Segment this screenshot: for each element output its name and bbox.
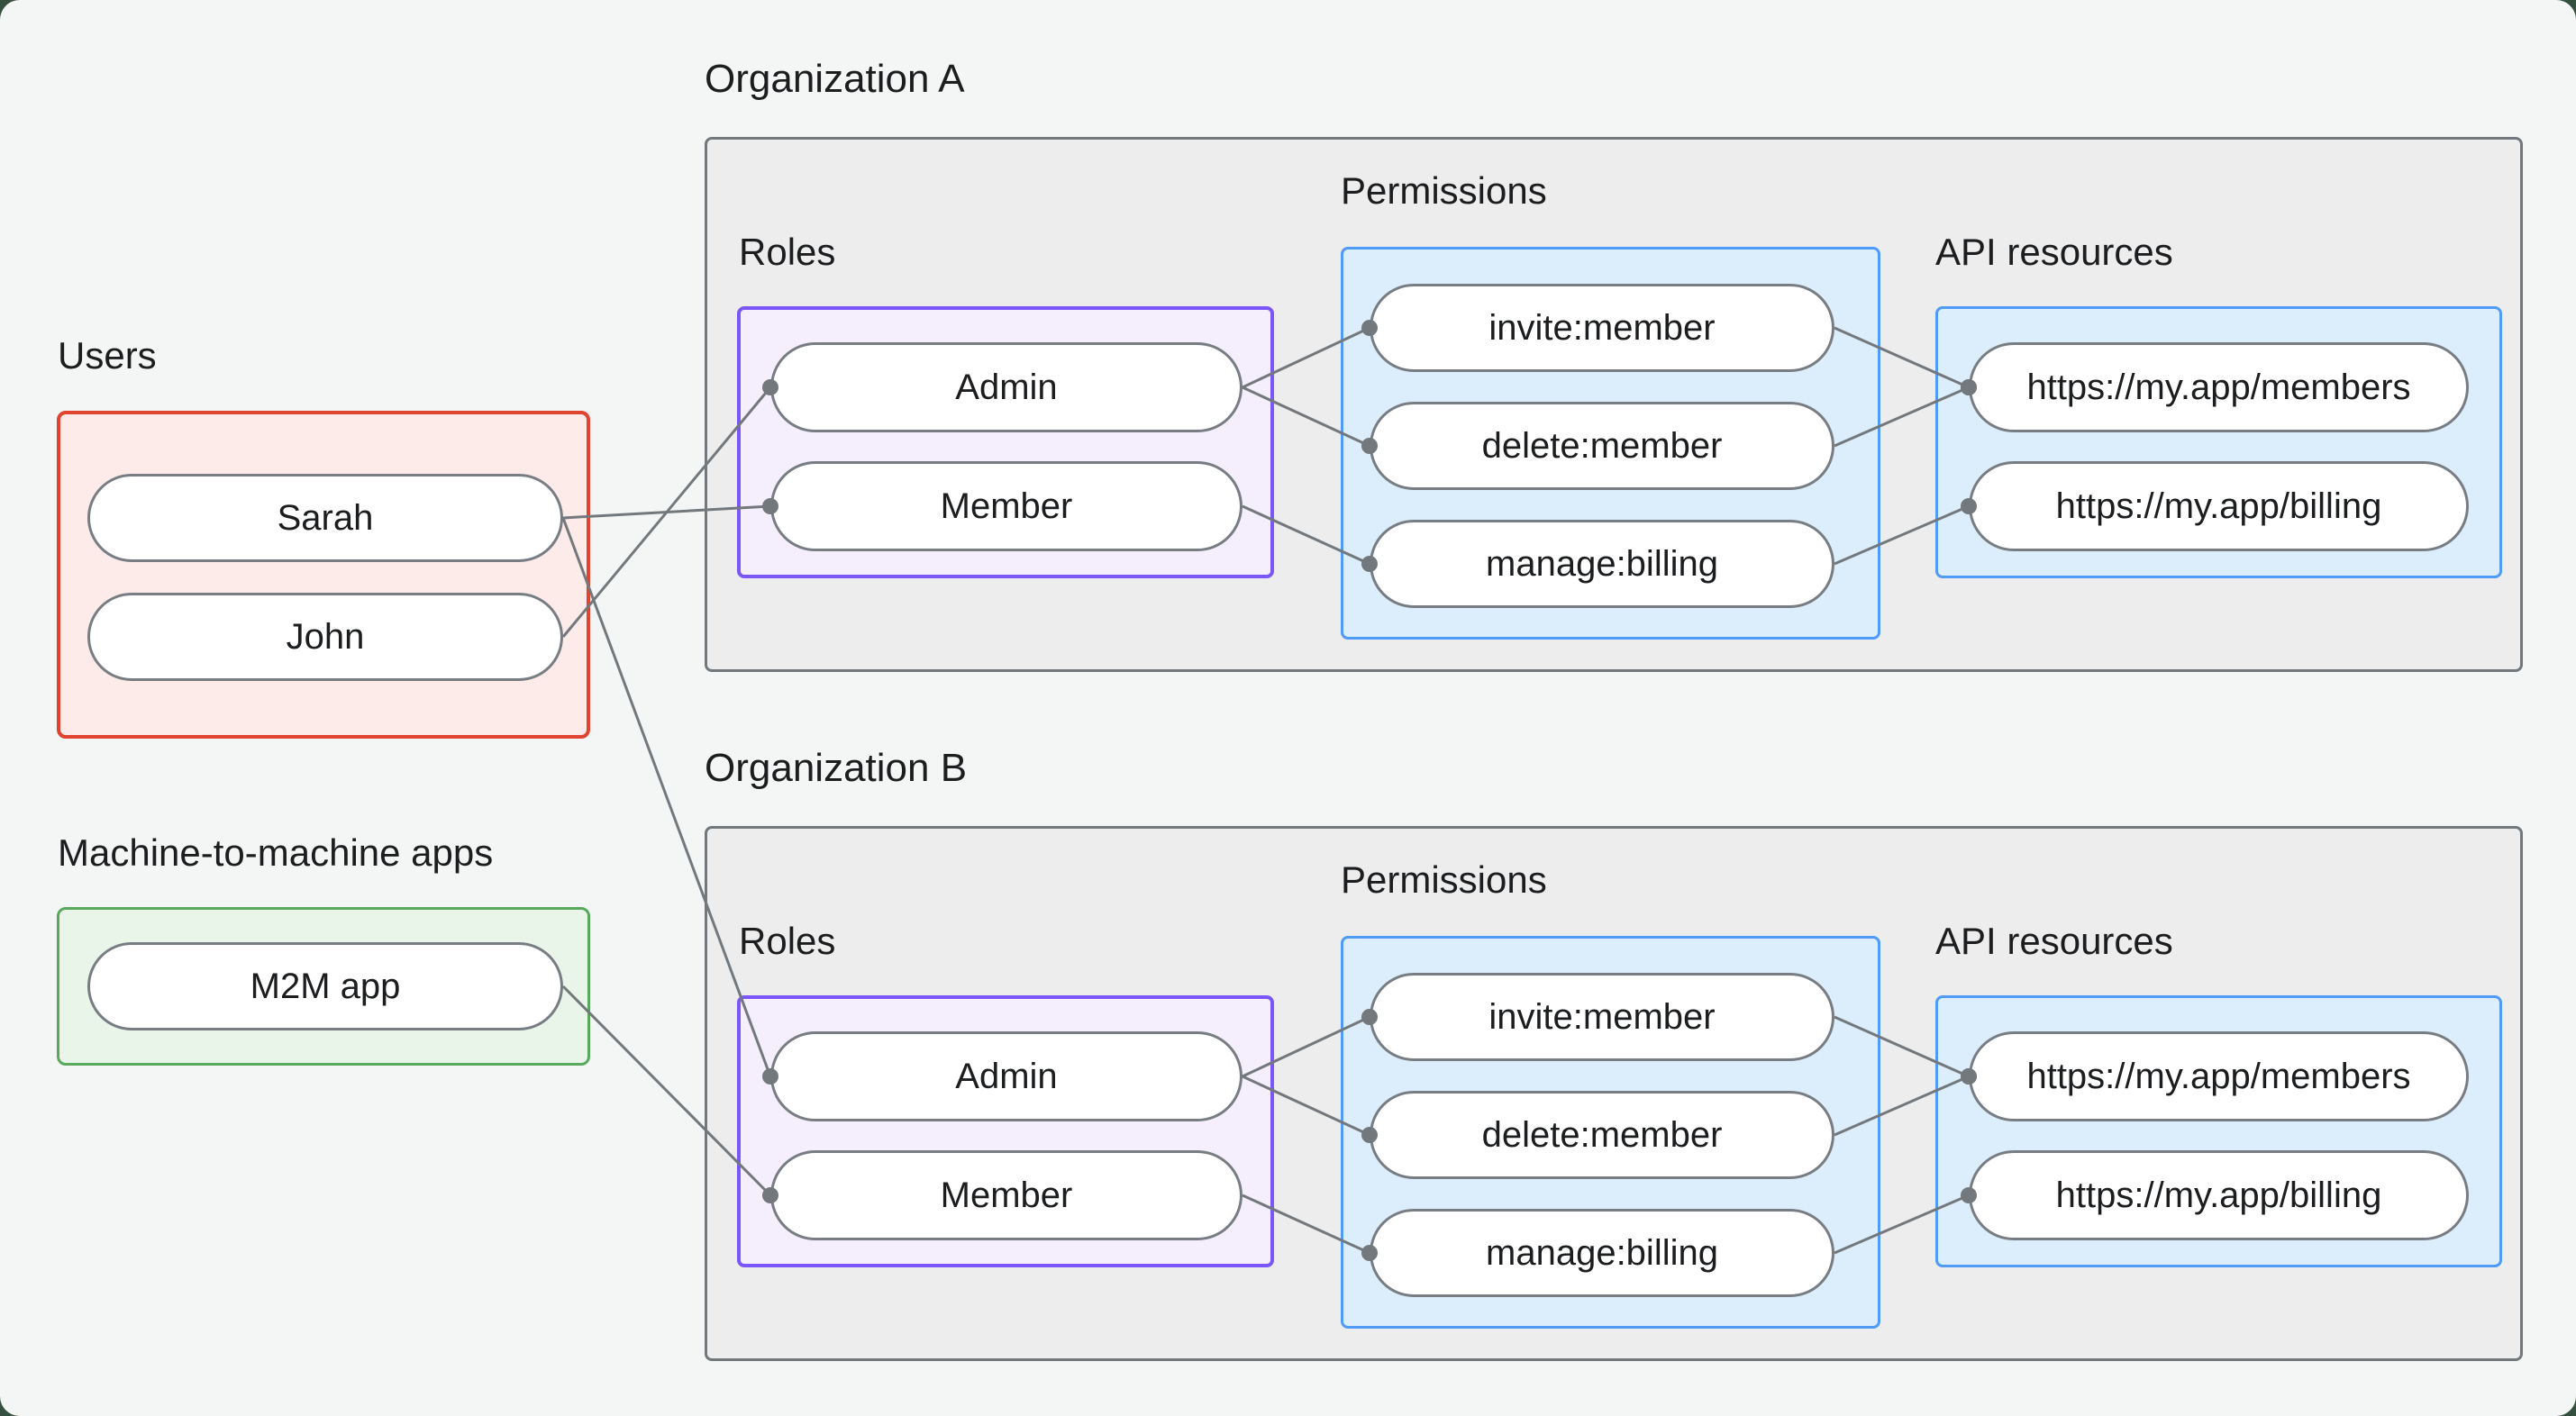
org-b-role-member: Member: [770, 1150, 1242, 1240]
org-a-api-billing: https://my.app/billing: [1969, 461, 2469, 551]
org-b-permission-invite-member: invite:member: [1370, 973, 1834, 1061]
m2m-section-label: Machine-to-machine apps: [58, 831, 494, 874]
users-group-box: [57, 411, 590, 739]
org-b-permissions-label: Permissions: [1341, 858, 1547, 901]
user-node-john: John: [87, 593, 563, 681]
user-node-sarah: Sarah: [87, 474, 563, 562]
org-b-permission-delete-member: delete:member: [1370, 1091, 1834, 1179]
org-b-title: Organization B: [705, 746, 968, 790]
org-a-api-resources-label: API resources: [1935, 231, 2173, 273]
org-a-roles-label: Roles: [739, 231, 836, 273]
org-a-title: Organization A: [705, 57, 965, 101]
org-b-api-members: https://my.app/members: [1969, 1031, 2469, 1121]
org-b-roles-label: Roles: [739, 920, 836, 962]
org-a-role-admin: Admin: [770, 342, 1242, 432]
org-a-api-members: https://my.app/members: [1969, 342, 2469, 432]
org-b-api-resources-label: API resources: [1935, 920, 2173, 962]
org-a-permission-delete-member: delete:member: [1370, 402, 1834, 490]
users-section-label: Users: [58, 334, 157, 377]
org-a-permissions-label: Permissions: [1341, 169, 1547, 212]
org-b-permission-manage-billing: manage:billing: [1370, 1209, 1834, 1297]
org-a-permission-invite-member: invite:member: [1370, 284, 1834, 372]
org-a-role-member: Member: [770, 461, 1242, 551]
org-a-permission-manage-billing: manage:billing: [1370, 520, 1834, 608]
org-b-role-admin: Admin: [770, 1031, 1242, 1121]
org-b-api-billing: https://my.app/billing: [1969, 1150, 2469, 1240]
m2m-app-node: M2M app: [87, 942, 563, 1030]
